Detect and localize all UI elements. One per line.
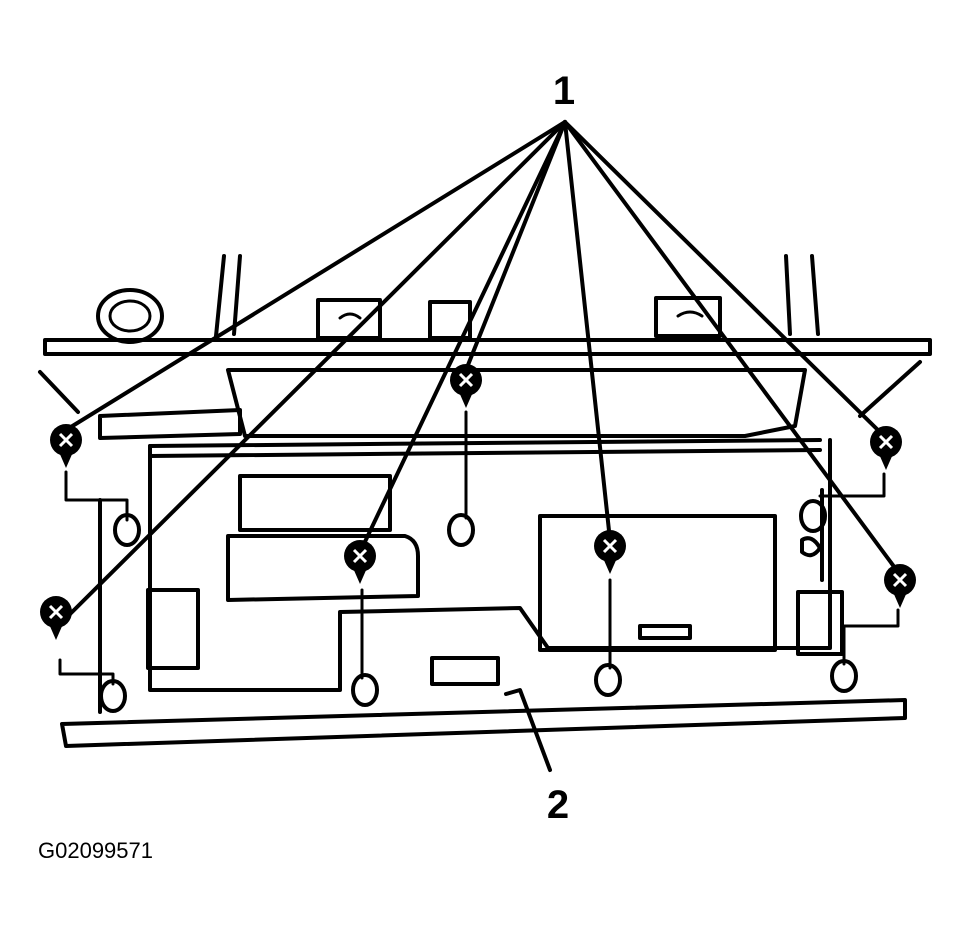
screw-paths xyxy=(58,410,900,686)
mounting-holes xyxy=(99,499,858,713)
knob xyxy=(96,288,164,344)
screw-icon xyxy=(450,364,482,408)
upper-bracket xyxy=(98,368,822,458)
screw-icon xyxy=(344,540,376,584)
callout-label-2: 2 xyxy=(547,783,569,827)
screw-icon xyxy=(884,564,916,608)
screws xyxy=(40,364,916,640)
screw-icon xyxy=(50,424,82,468)
screw-icon xyxy=(870,426,902,470)
callout-label-1: 1 xyxy=(553,69,575,113)
callout-2-leader xyxy=(504,688,552,772)
screw-icon xyxy=(40,596,72,640)
panel xyxy=(60,438,907,748)
dash-frame xyxy=(38,254,932,418)
screw-icon xyxy=(594,530,626,574)
figure-id: G02099571 xyxy=(38,838,153,863)
